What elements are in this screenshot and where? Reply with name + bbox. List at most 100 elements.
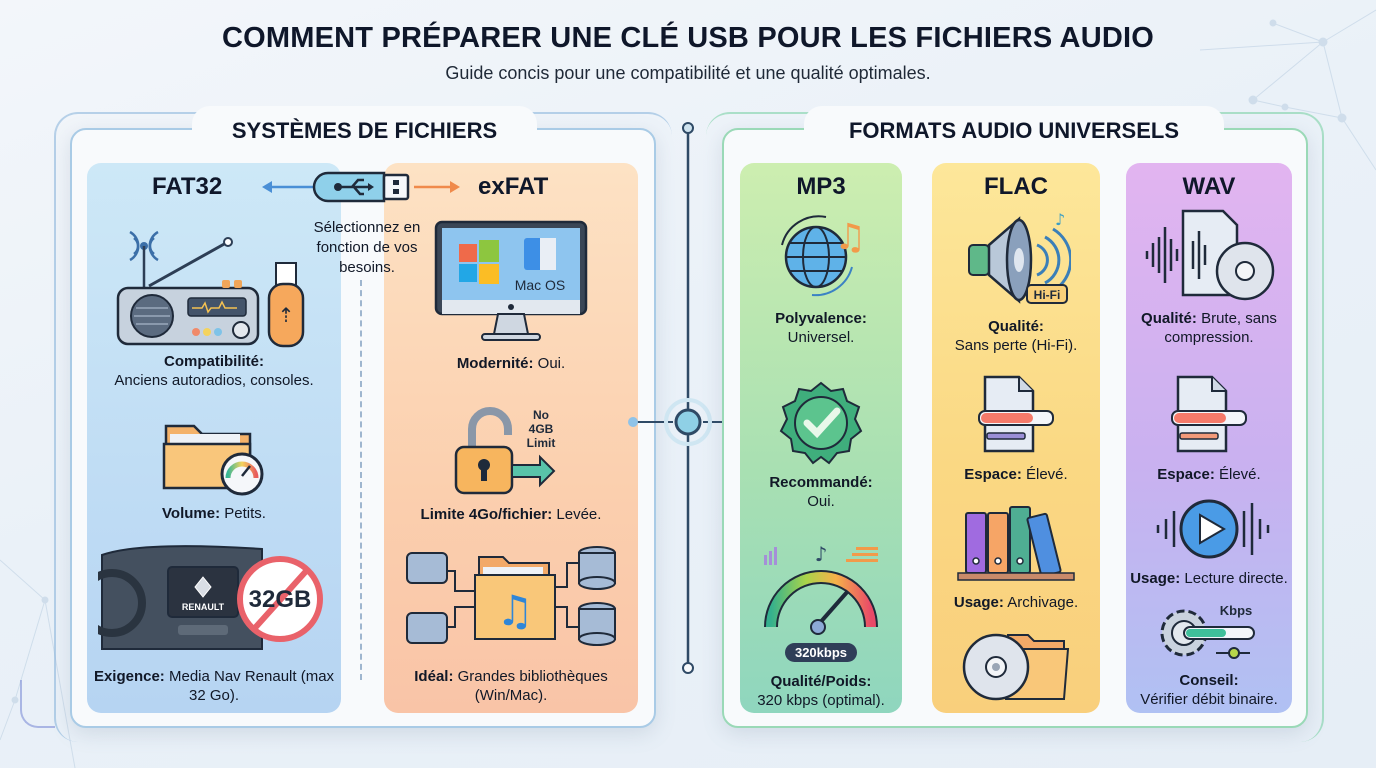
svg-text:♪: ♪ xyxy=(1055,210,1065,229)
check-badge-icon xyxy=(779,381,863,465)
exfat-ideal-value: Grandes bibliothèques (Win/Mac). xyxy=(457,668,608,704)
audio-formats-title: FORMATS AUDIO UNIVERSELS xyxy=(804,106,1224,156)
wav-quality-label: Qualité: xyxy=(1141,310,1197,327)
flac-quality-item: ♪ Hi-Fi Qualité: Sans perte (Hi-Fi). xyxy=(932,207,1100,355)
unlocked-padlock-icon: No 4GB Limit xyxy=(454,407,556,495)
mp3-versatility-value: Universel. xyxy=(787,329,855,346)
usb-selection-note: Sélectionnez en fonction de vos besoins. xyxy=(313,219,421,276)
wav-quality-item: Qualité: Brute, sans compression. xyxy=(1126,207,1292,347)
exfat-modernity-value: Oui. xyxy=(537,355,566,372)
bitrate-badge: 320kbps xyxy=(784,643,858,662)
file-size-icon xyxy=(1171,375,1247,453)
wav-tip-label: Conseil: xyxy=(1179,672,1239,689)
svg-text:♫: ♫ xyxy=(834,217,866,258)
waveform-file-cd-icon xyxy=(1145,209,1275,301)
mp3-heading: MP3 xyxy=(796,173,846,200)
wav-space-value: Élevé. xyxy=(1219,466,1261,483)
fat32-compat-item: ⇡ Compatibilité: Anciens autoradios, con… xyxy=(87,218,341,390)
fat32-requirement-label: Exigence: xyxy=(93,668,165,685)
mp3-recommended-label: Recommandé: xyxy=(769,474,873,491)
exfat-modernity-label: Modernité: xyxy=(456,355,534,372)
binders-shelf-icon xyxy=(957,506,1075,581)
globe-music-icon: ♫ xyxy=(781,215,866,297)
flac-usage-label: Usage: xyxy=(953,594,1004,611)
file-systems-title: SYSTÈMES DE FICHIERS xyxy=(192,106,537,156)
exfat-modernity-item: Mac OS Modernité: Oui. xyxy=(384,218,638,373)
flac-space-value: Élevé. xyxy=(1026,466,1068,483)
macos-label: Mac OS xyxy=(515,277,566,293)
mp3-column: MP3 ♫ Polyvalence: Universel. xyxy=(740,163,902,713)
wav-column: WAV Qualité: Brute, sans compression. xyxy=(1126,163,1292,713)
svg-text:♪: ♪ xyxy=(815,542,828,566)
page-title: COMMENT PRÉPARER UNE CLÉ USB POUR LES FI… xyxy=(221,22,1154,54)
renault-brand-label: RENAULT xyxy=(182,602,225,612)
bitrate-gauge-icon: ♪ xyxy=(764,542,878,635)
wav-heading: WAV xyxy=(1182,173,1236,200)
exfat-limit-label: Limite 4Go/fichier: xyxy=(420,506,553,523)
exfat-column: exFAT Mac OS Modernité: Oui. xyxy=(384,163,638,713)
hifi-speaker-icon: ♪ Hi-Fi xyxy=(968,210,1071,304)
fat32-requirement-item: RENAULT 32GB Exigence: Media Nav Renault… xyxy=(87,543,341,705)
flac-heading: FLAC xyxy=(984,173,1048,200)
exfat-limit-value: Levée. xyxy=(556,506,602,523)
page-subtitle: Guide concis pour une compatibilité et u… xyxy=(445,63,931,83)
no-limit-line-2: 4GB xyxy=(529,422,554,436)
exfat-heading: exFAT xyxy=(478,173,549,200)
flac-archive-item xyxy=(932,629,1100,701)
no-limit-line-1: No xyxy=(533,408,549,422)
exfat-ideal-item: ♫ Idéal: Grandes bibliothèques (Win/Mac)… xyxy=(384,543,638,705)
music-folder-network-icon: ♫ xyxy=(406,546,616,646)
exfat-ideal-label: Idéal: xyxy=(414,668,454,685)
mp3-quality-item: ♪ 320kbps Qualité/Poids: 320 kbps (optim… xyxy=(740,541,902,710)
wav-space-item: Espace: Élevé. xyxy=(1126,375,1292,484)
exfat-limit-item: No 4GB Limit Limite 4Go/fichier: Levée. xyxy=(384,403,638,524)
wav-quality-value: Brute, sans compression. xyxy=(1164,310,1277,346)
32gb-badge: 32GB xyxy=(249,586,312,613)
fat32-heading: FAT32 xyxy=(152,173,223,200)
wav-usage-value: Lecture directe. xyxy=(1184,570,1288,587)
wav-usage-label: Usage: xyxy=(1130,570,1181,587)
mp3-quality-label: Qualité/Poids: xyxy=(770,673,872,690)
gear-kbps-slider-icon: Kbps xyxy=(1160,603,1255,659)
flac-space-label: Espace: xyxy=(964,466,1022,483)
folder-gauge-icon xyxy=(162,424,264,496)
hifi-badge: Hi-Fi xyxy=(1034,288,1061,302)
mp3-recommended-item: Recommandé: Oui. xyxy=(740,381,902,511)
flac-space-item: Espace: Élevé. xyxy=(932,375,1100,484)
svg-text:♫: ♫ xyxy=(496,586,534,635)
flac-quality-value: Sans perte (Hi-Fi). xyxy=(954,337,1078,354)
file-systems-panel: SYSTÈMES DE FICHIERS FAT32 ⇡ xyxy=(70,106,656,728)
usb-drive-icon xyxy=(262,171,460,203)
mp3-versatility-label: Polyvalence: xyxy=(775,310,867,327)
flac-column: FLAC ♪ Hi-Fi Qualité: Sans perte (Hi-Fi)… xyxy=(932,163,1100,713)
wav-space-label: Espace: xyxy=(1157,466,1215,483)
left-bottom-bracket xyxy=(20,680,55,728)
play-waveform-icon xyxy=(1156,499,1270,559)
flac-usage-item: Usage: Archivage. xyxy=(932,505,1100,612)
svg-text:⇡: ⇡ xyxy=(278,305,295,327)
wav-tip-value: Vérifier débit binaire. xyxy=(1140,691,1278,708)
mp3-quality-value: 320 kbps (optimal). xyxy=(757,692,885,709)
cd-folder-icon xyxy=(962,633,1070,701)
mp3-recommended-value: Oui. xyxy=(807,493,835,510)
fat32-volume-value: Petits. xyxy=(224,505,266,522)
fat32-compat-label: Compatibilité: xyxy=(164,353,264,370)
file-size-icon xyxy=(978,375,1054,453)
flac-quality-label: Qualité: xyxy=(988,318,1044,335)
fat32-column: FAT32 ⇡ Compatibilité: Anci xyxy=(87,163,341,713)
renault-dashboard-icon: RENAULT 32GB xyxy=(98,545,323,650)
no-limit-line-3: Limit xyxy=(527,436,556,450)
fat32-requirement-value: Media Nav Renault (max 32 Go). xyxy=(168,668,335,704)
radio-usb-icon: ⇡ xyxy=(116,230,305,348)
fat32-volume-label: Volume: xyxy=(162,505,221,522)
wav-usage-item: Usage: Lecture directe. xyxy=(1126,497,1292,588)
kbps-label: Kbps xyxy=(1220,603,1253,618)
column-divider xyxy=(360,280,362,680)
flac-usage-value: Archivage. xyxy=(1007,594,1079,611)
fat32-volume-item: Volume: Petits. xyxy=(87,418,341,523)
fat32-compat-value: Anciens autoradios, consoles. xyxy=(114,372,314,389)
monitor-windows-macos-icon: Mac OS xyxy=(434,220,588,341)
wav-tip-item: Kbps Conseil: Vérifier débit binaire. xyxy=(1126,599,1292,709)
mp3-versatility-item: ♫ Polyvalence: Universel. xyxy=(740,205,902,347)
audio-formats-panel: FORMATS AUDIO UNIVERSELS MP3 ♫ Polyvalen… xyxy=(722,106,1308,728)
